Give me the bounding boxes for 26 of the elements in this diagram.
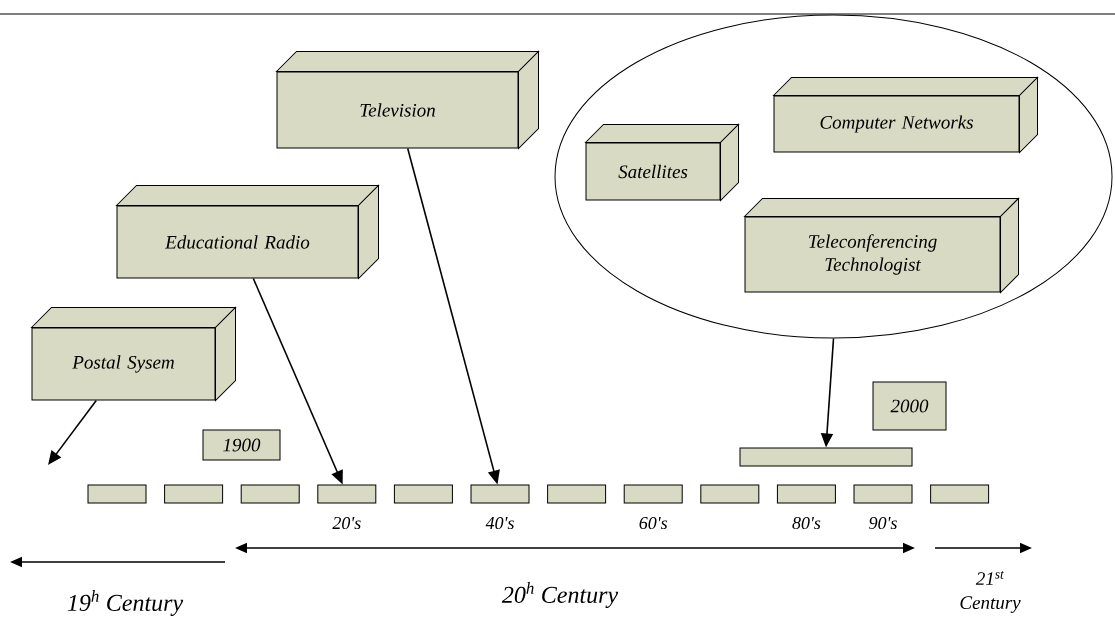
box-3d: Computer Networks bbox=[773, 77, 1038, 153]
timeline-bar bbox=[87, 484, 147, 504]
box-3d: Educational Radio bbox=[116, 185, 379, 279]
timeline-bar bbox=[164, 484, 224, 504]
tick-label: 80's bbox=[792, 516, 821, 530]
arrow bbox=[48, 399, 98, 465]
timeline-bar bbox=[700, 484, 760, 504]
tick-label: 90's bbox=[869, 516, 897, 530]
century-label: 21$^{st}$ Century bbox=[960, 571, 1021, 613]
box-3d: Satellites bbox=[585, 124, 739, 201]
century-label: 20$^{h}$ Century bbox=[501, 582, 619, 608]
year-box: 1900 bbox=[202, 429, 281, 461]
year-box: 2000 bbox=[872, 381, 947, 431]
timeline-bar bbox=[739, 447, 913, 467]
box-3d: Postal Sysem bbox=[31, 307, 236, 401]
timeline-bar bbox=[930, 484, 990, 504]
timeline-bar bbox=[240, 484, 300, 504]
tick-label: 20's bbox=[332, 516, 361, 530]
tick-label: 60's bbox=[639, 516, 668, 530]
group-ellipse bbox=[554, 14, 1113, 339]
timeline-bar bbox=[393, 484, 453, 504]
box-3d: Teleconferencing Technologist bbox=[744, 198, 1019, 293]
tick-label: 40's bbox=[485, 516, 514, 530]
century-label: 19$^{h}$ Century bbox=[67, 590, 184, 616]
timeline-bar bbox=[547, 484, 607, 504]
box-3d: Television bbox=[276, 51, 539, 149]
